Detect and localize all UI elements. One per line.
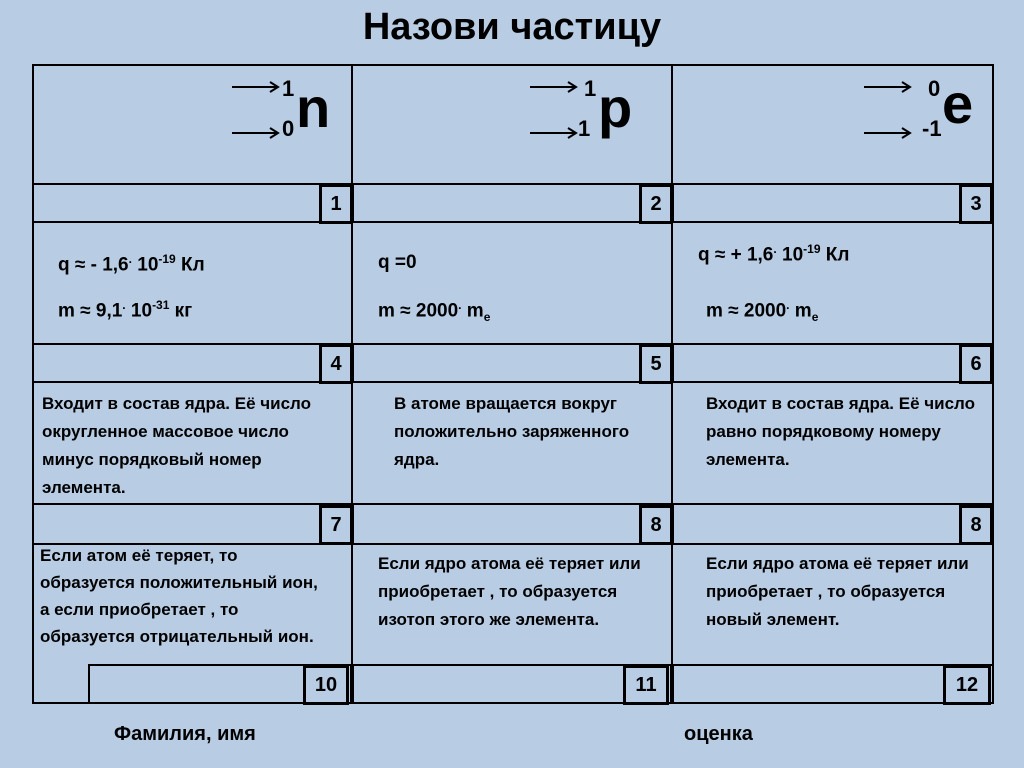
proton-element-description: Если ядро атома её теряет или приобретае… xyxy=(706,554,969,629)
number-box-9: 8 xyxy=(959,505,993,545)
arrow-right-icon xyxy=(232,127,280,139)
number-box-3: 3 xyxy=(959,184,993,224)
number-box-7: 7 xyxy=(319,505,353,545)
answer-field-3[interactable] xyxy=(672,183,994,223)
electron-charge: q ≈ + 1,6. 10-19 Кл xyxy=(698,242,850,266)
neutron-mass-number: 1 xyxy=(282,76,295,101)
number-box-10: 10 xyxy=(303,665,349,705)
number-box-12: 12 xyxy=(943,665,991,705)
answer-field-9[interactable] xyxy=(672,503,994,545)
proton-mass-number: 1 xyxy=(584,76,597,101)
number-box-5: 5 xyxy=(639,344,673,384)
name-label: Фамилия, имя xyxy=(114,723,256,745)
electron-ion-description: Если атом её теряет, то образуется полож… xyxy=(40,546,318,646)
electron-orbit-description: В атоме вращается вокруг положительно за… xyxy=(394,394,630,469)
number-box-4: 4 xyxy=(319,344,353,384)
answer-field-1[interactable] xyxy=(32,183,352,223)
column-divider-1 xyxy=(351,64,353,704)
neutron-charge-number: 0 xyxy=(282,116,295,141)
proton-charge-number: 1 xyxy=(578,116,591,141)
neutron-symbol: n xyxy=(296,76,331,139)
arrow-right-icon xyxy=(864,127,912,139)
electron-mass-number: 0 xyxy=(928,76,941,101)
answer-field-8[interactable] xyxy=(352,503,672,545)
proton-mass: m ≈ 2000. me xyxy=(378,298,491,325)
answer-field-12[interactable] xyxy=(672,664,994,704)
number-box-11: 11 xyxy=(623,665,669,705)
arrow-right-icon xyxy=(530,81,578,93)
number-box-2: 2 xyxy=(639,184,673,224)
neutron-mass: m ≈ 9,1. 10-31 кг xyxy=(58,298,193,322)
grade-label: оценка xyxy=(684,723,753,745)
page-title: Назови частицу xyxy=(362,6,662,48)
answer-field-2[interactable] xyxy=(352,183,672,223)
arrow-right-icon xyxy=(864,81,912,93)
number-box-1: 1 xyxy=(319,184,353,224)
electron-symbol: e xyxy=(942,72,974,135)
arrow-right-icon xyxy=(232,81,280,93)
electron-mass: m ≈ 2000. me xyxy=(706,298,819,325)
neutron-charge: q ≈ - 1,6. 10-19 Кл xyxy=(58,252,205,276)
proton-charge: q =0 xyxy=(378,252,417,273)
answer-field-4[interactable] xyxy=(32,343,352,383)
answer-field-10[interactable] xyxy=(88,664,352,704)
neutron-description: Входит в состав ядра. Её число округленн… xyxy=(42,394,311,497)
number-box-8: 8 xyxy=(639,505,673,545)
answer-field-11[interactable] xyxy=(352,664,672,704)
answer-field-6[interactable] xyxy=(672,343,994,383)
column-divider-2 xyxy=(671,64,673,704)
neutron-isotope-description: Если ядро атома её теряет или приобретае… xyxy=(378,554,641,629)
arrow-right-icon xyxy=(530,127,578,139)
answer-field-7[interactable] xyxy=(32,503,352,545)
proton-symbol: p xyxy=(598,76,633,139)
proton-description: Входит в состав ядра. Её число равно пор… xyxy=(706,394,975,469)
number-box-6: 6 xyxy=(959,344,993,384)
electron-charge-number: -1 xyxy=(922,116,942,141)
answer-field-5[interactable] xyxy=(352,343,672,383)
